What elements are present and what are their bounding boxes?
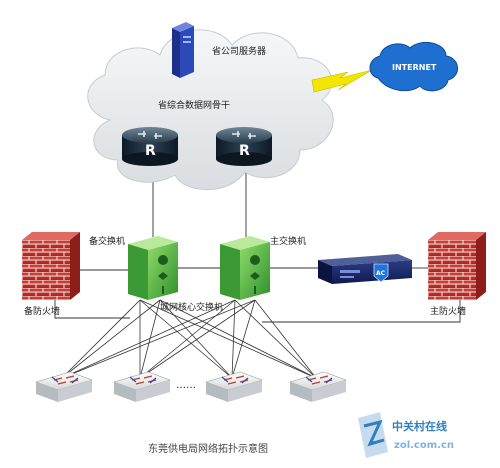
access-switch-2: [113, 371, 171, 402]
backup-firewall-label: 备防火墙: [24, 305, 60, 317]
router-left: R: [122, 127, 178, 166]
server-label: 省公司服务器: [212, 45, 266, 57]
backup-switch: [128, 236, 178, 300]
access-switch-3: [205, 371, 263, 402]
ac-controller: AC: [318, 254, 412, 284]
internet-label: INTERNET: [392, 63, 437, 72]
switch-icon: [128, 236, 178, 300]
watermark-en: zol.com.cn: [394, 440, 454, 451]
link-backup-firewall-core: [54, 300, 130, 319]
access-switch-1: [35, 371, 93, 402]
firewall-icon: [22, 232, 80, 300]
zol-logo-icon: [358, 412, 388, 458]
backbone-label: 省综合数据网骨干: [158, 99, 230, 111]
router-icon: [122, 127, 178, 166]
link-main-firewall-core: [262, 300, 461, 323]
ac-device-icon: [318, 254, 412, 284]
server: 省公司服务器: [172, 22, 266, 78]
access-ellipsis: ……: [176, 380, 196, 391]
main-switch: [220, 236, 270, 300]
watermark-cn: 中关村在线: [392, 419, 447, 433]
router-icon: [216, 127, 272, 166]
access-switch-icon: [205, 371, 263, 402]
access-switch-icon: [113, 371, 171, 402]
access-switch-icon: [289, 371, 347, 402]
router-right-label: R: [239, 143, 250, 159]
access-switch-4: [289, 371, 347, 402]
main-switch-label: 主交换机: [270, 235, 306, 247]
backup-switch-label: 备交换机: [89, 235, 125, 247]
lightning-icon: [311, 69, 373, 93]
internet-cloud: INTERNET: [369, 41, 458, 92]
links: [54, 142, 461, 379]
firewall-icon: [428, 232, 486, 300]
watermark: 中关村在线 zol.com.cn: [358, 412, 454, 458]
access-switch-icon: [35, 371, 93, 402]
access-mesh: [61, 299, 317, 379]
main-firewall-label: 主防火墙: [430, 305, 466, 317]
main-firewall: [428, 232, 486, 300]
router-left-label: R: [145, 143, 156, 159]
server-icon: [172, 22, 194, 78]
router-right: R: [216, 127, 272, 166]
switch-icon: [220, 236, 270, 300]
backup-firewall: [22, 232, 80, 300]
core-switch-label: 城网核心交换机: [160, 301, 223, 313]
ac-label: AC: [376, 270, 386, 277]
diagram-caption: 东莞供电局网络拓扑示意图: [148, 442, 268, 455]
